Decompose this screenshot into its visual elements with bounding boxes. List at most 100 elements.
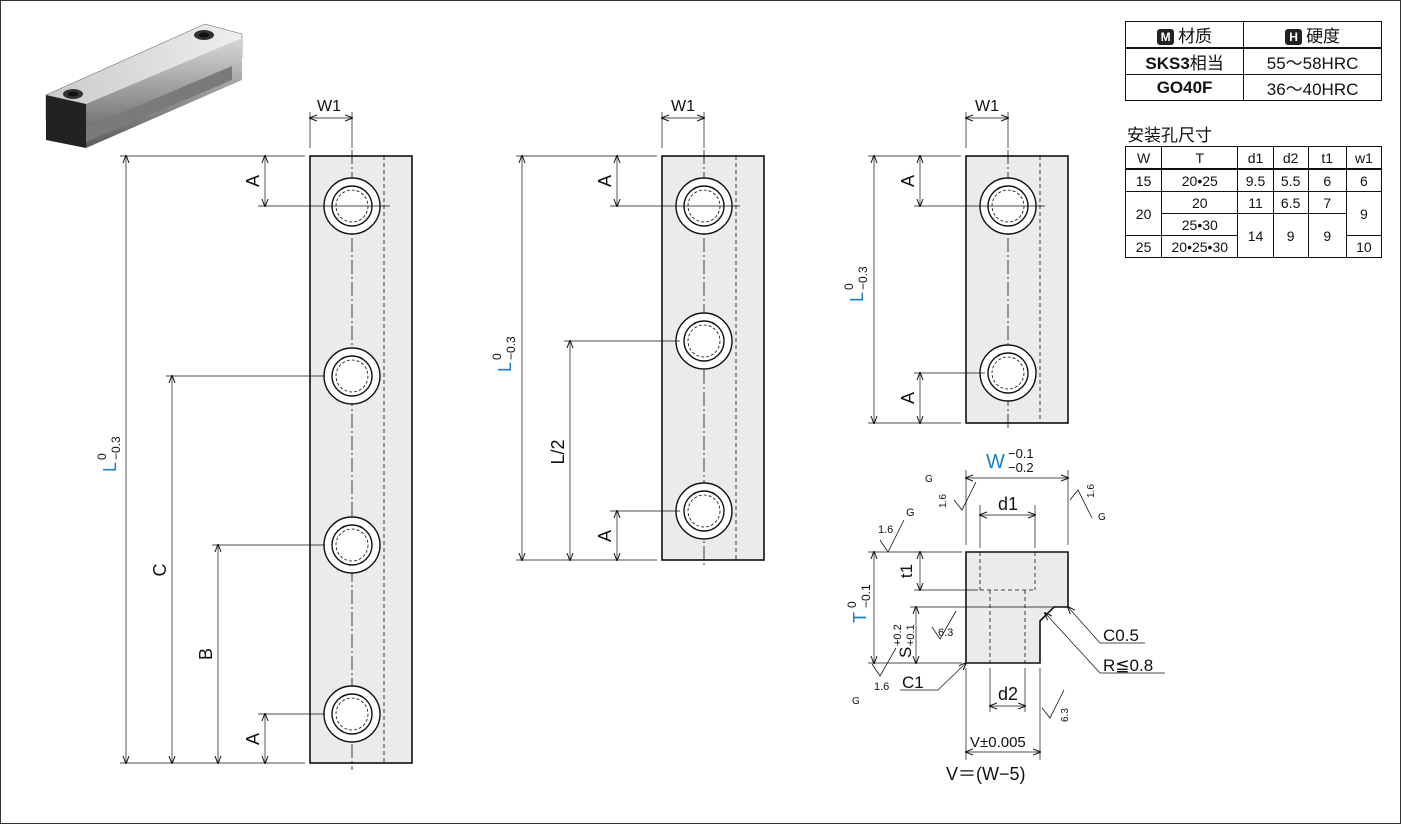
hardness-header-label: 硬度 [1306,27,1341,46]
cell-w: 25 [1124,235,1163,258]
material-header-label: 材质 [1178,27,1213,46]
view2-w1-label: W1 [671,98,695,115]
view1-w1-label: W1 [317,98,341,115]
table-row: 15 20•25 9.5 5.5 6 6 [1124,168,1383,192]
roughness-g-5: G [852,696,860,707]
hardness-cell: 55～58HRC [1243,47,1382,75]
section-view [868,470,1165,760]
cell-d2: 6.5 [1272,191,1309,214]
view1-b-label: B [196,648,216,660]
material-cell: SKS3相当 [1124,47,1245,75]
cell-t: 20 [1161,191,1239,214]
cell-d1: 14 [1237,213,1274,258]
view-three-holes [516,112,765,566]
col-header-t1: t1 [1307,146,1347,170]
view2-l-upper: 0 [490,353,504,360]
table-row: SKS3相当 55～58HRC [1124,47,1382,75]
roughness-g-3: G [906,507,915,519]
section-w-label: W [986,451,1005,473]
view3-l-upper: 0 [842,283,856,290]
cell-d2: 9 [1272,213,1309,258]
view2-l-half-label: L/2 [548,439,568,464]
view-four-holes [120,112,413,770]
cell-w: 15 [1124,168,1163,192]
col-header-w: W [1124,146,1163,170]
col-header-d1: d1 [1237,146,1274,170]
section-t-lower: −0.1 [859,584,873,608]
hardness-cell: 36～40HRC [1243,74,1382,101]
roughness-value-5: 1.6 [874,681,889,693]
roughness-g-2: G [1098,512,1106,523]
section-t-label: T [850,612,870,623]
section-s-label: S [896,647,915,658]
section-t1-label: t1 [897,564,916,578]
section-v-tol-label: V±0.005 [970,734,1026,751]
section-c1-label: C1 [902,673,924,692]
view2-l-lower: −0.3 [504,336,518,360]
section-d1-label: d1 [998,494,1018,514]
view2-a-top-label: A [595,175,615,187]
table-row: GO40F 36～40HRC [1124,74,1382,101]
cell-d2: 5.5 [1272,168,1309,192]
table-row: 25 20•25•30 10 [1124,235,1383,258]
table-row: 20 20 11 6.5 7 9 [1124,191,1383,236]
table-row: 25•30 14 9 9 [1126,213,1382,258]
product-photo [45,23,243,148]
cell-d1: 11 [1237,191,1274,214]
section-v-formula: V＝(W−5) [946,764,1026,784]
section-t-dimension: T 0 −0.1 [845,584,873,623]
view-two-holes [868,112,1069,429]
cell-t1: 6 [1307,168,1347,192]
view1-l-upper: 0 [95,453,109,460]
view1-l-lower: −0.3 [109,436,123,460]
hardness-badge-icon: H [1285,29,1303,45]
cell-w1: 6 [1345,168,1383,192]
cell-t: 25•30 [1161,213,1239,236]
cell-w1: 9 [1345,191,1383,236]
view2-l-dimension: L 0 −0.3 [490,336,518,372]
section-w-upper: −0.1 [1008,446,1034,461]
material-cell: GO40F [1124,74,1245,101]
section-c05-label: C0.5 [1103,626,1139,645]
hole-table: W T d1 d2 t1 w1 15 20•25 9.5 5.5 6 6 20 … [1124,146,1383,258]
section-r08-label: R≦0.8 [1103,656,1153,675]
section-s-lower: +0.1 [905,624,917,646]
cell-w1: 10 [1345,235,1383,258]
view2-a-bottom-label: A [595,530,615,542]
view2-l-label: L [495,362,515,372]
view1-l-dimension: L 0 −0.3 [95,436,123,472]
roughness-value-2: 1.6 [1086,484,1097,498]
col-header-w1: w1 [1345,146,1383,170]
roughness-g-1: G [925,474,933,485]
section-d2-label: d2 [998,684,1018,704]
hole-table-title: 安装孔尺寸 [1127,126,1212,145]
cell-t: 20•25 [1161,168,1239,192]
material-badge-icon: M [1157,29,1175,45]
view3-a-top-label: A [898,175,918,187]
cell-w: 20 [1124,191,1163,236]
view1-a-top-label: A [243,175,263,187]
material-suffix: 相当 [1189,54,1224,73]
section-w-dimension: W −0.1 −0.2 [986,446,1034,475]
view3-l-dimension: L 0 −0.3 [842,266,870,302]
view1-a-bottom-label: A [243,733,263,745]
col-header-d2: d2 [1272,146,1309,170]
section-s-upper: +0.2 [892,624,904,646]
view3-w1-label: W1 [975,98,999,115]
roughness-value-6: 6.3 [1060,708,1071,722]
view3-l-lower: −0.3 [856,266,870,290]
section-w-lower: −0.2 [1008,460,1034,475]
cell-t: 20•25•30 [1161,235,1239,258]
roughness-value-3: 1.6 [878,524,893,536]
roughness-value-1: 1.6 [938,494,949,508]
cell-t1: 9 [1307,213,1347,258]
section-s-dimension: S +0.2 +0.1 [892,624,917,658]
section-t-upper: 0 [845,601,859,608]
view3-a-bottom-label: A [898,392,918,404]
view1-l-label: L [100,462,120,472]
